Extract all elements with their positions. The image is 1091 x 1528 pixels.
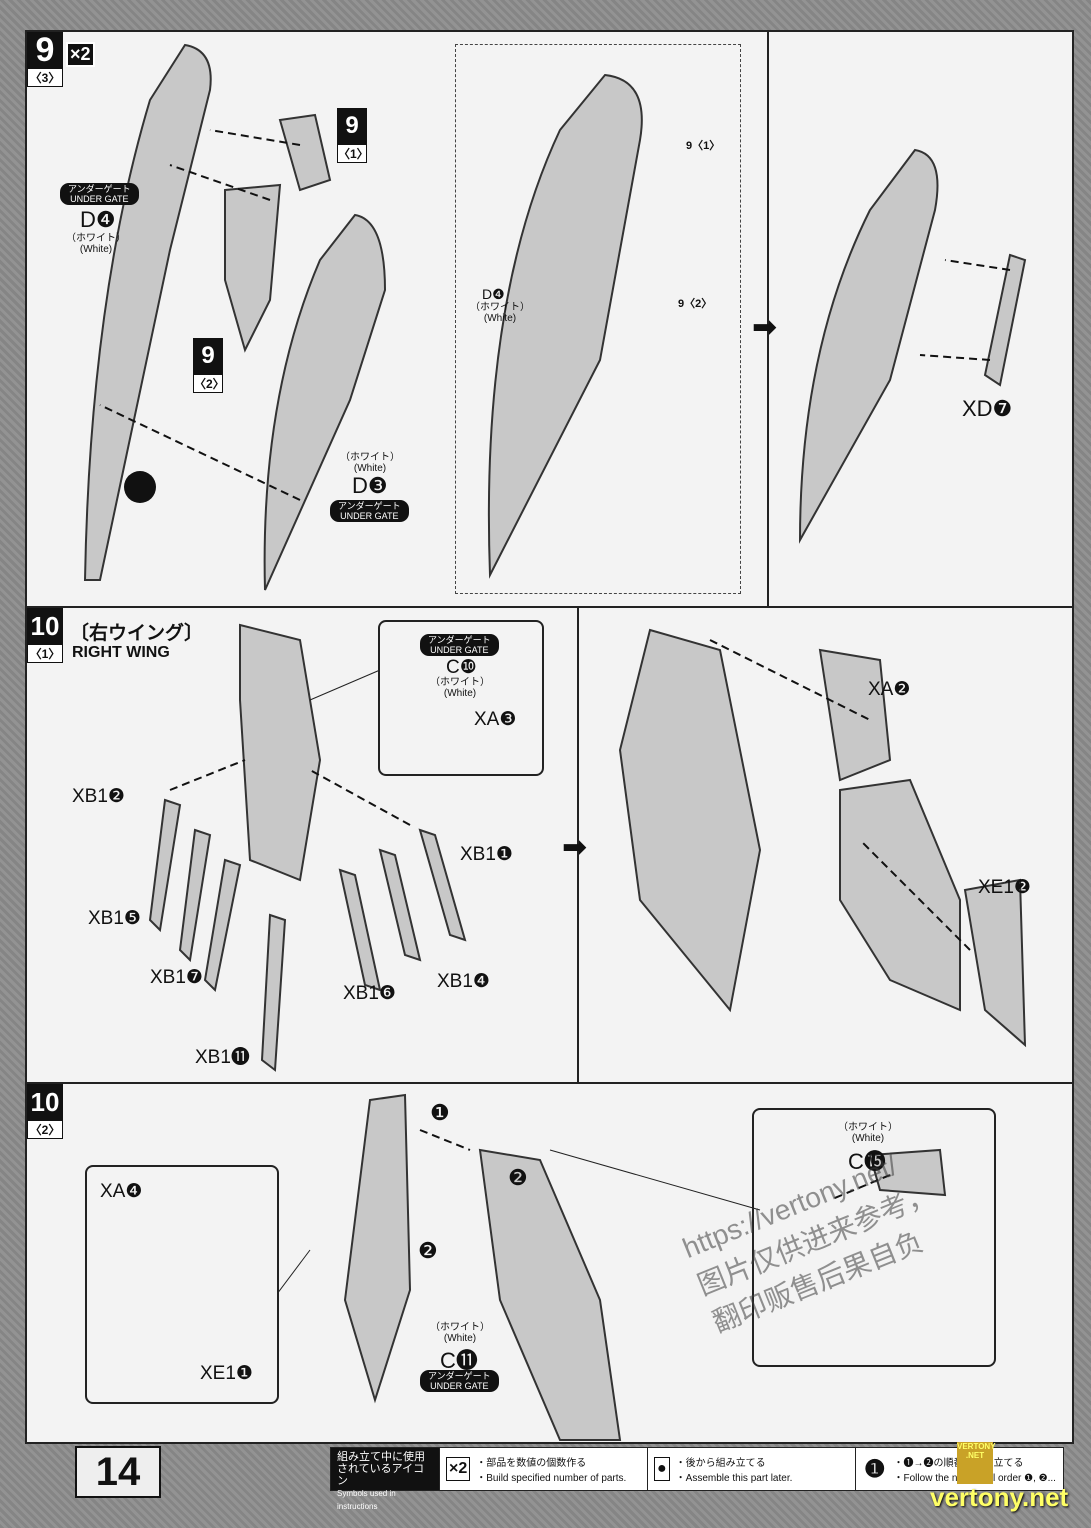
- divider: [767, 32, 769, 607]
- step-number-9: 9〈3〉: [27, 32, 63, 87]
- page-number: 14: [75, 1446, 161, 1498]
- ref-step-9-2: 9〈2〉: [193, 338, 225, 393]
- step-number-10-1: 10〈1〉: [27, 608, 63, 663]
- assemble-later-icon: [124, 471, 156, 503]
- color-note: （ホワイト）(White): [470, 302, 530, 324]
- color-note: （ホワイト）(White): [340, 452, 400, 474]
- wing-detail: [487, 73, 643, 579]
- part-label-xd7: XD❼: [962, 396, 1013, 421]
- detail-ref-9-2: 9〈2〉: [678, 298, 713, 310]
- color-note: （ホワイト）(White): [430, 677, 490, 699]
- color-note: （ホワイト）(White): [838, 1122, 898, 1144]
- detail-inset-xa4: [85, 1165, 279, 1404]
- next-arrow-icon: ➡: [752, 311, 778, 344]
- part-label-xb1-6: XB1❻: [343, 983, 396, 1004]
- detail-inset-c15: [752, 1108, 996, 1367]
- part-label-xe1-1: XE1❶: [200, 1363, 253, 1384]
- part-label-xb1-2: XB1❷: [72, 786, 125, 807]
- part-xe12: [963, 878, 1027, 1048]
- cover-part: [839, 778, 961, 1012]
- detail-label-d4: D❹: [482, 286, 505, 302]
- order-diamond-icon: ❶: [864, 1455, 886, 1483]
- assembled-10-2: [478, 1148, 622, 1441]
- detail-ref-9-1: 9〈1〉: [686, 140, 721, 152]
- step-title-en: RIGHT WING: [72, 644, 170, 661]
- order-2-icon: ❷: [508, 1165, 528, 1190]
- part-label-xa4: XA❹: [100, 1181, 143, 1202]
- ref-step-9-1: 9〈1〉: [337, 108, 369, 163]
- multiplier-badge: ×2: [66, 42, 95, 67]
- part-label-xa3: XA❸: [474, 709, 517, 730]
- watermark-site: vertony.net: [930, 1482, 1069, 1512]
- order-1-icon: ❶: [430, 1100, 450, 1125]
- part-label-xb1-11: XB1⓫: [195, 1047, 250, 1068]
- part-c15: [868, 1148, 947, 1197]
- next-arrow-icon: ➡: [562, 831, 588, 864]
- divider: [577, 608, 579, 1083]
- part-label-c10: C❿: [446, 657, 477, 678]
- part-label-c15: C⓯: [848, 1149, 886, 1174]
- part-label-xb1-7: XB1❼: [150, 967, 203, 988]
- assemble-later-icon: ●: [654, 1457, 670, 1481]
- part-label-d4: D❹: [80, 207, 116, 232]
- watermark-logo: VERTONY .NET: [957, 1442, 996, 1484]
- color-note: （ホワイト）(White): [430, 1322, 490, 1344]
- order-2-icon: ❷: [418, 1238, 438, 1263]
- step-title-jp: 〔右ウイング〕: [70, 623, 204, 644]
- color-note: （ホワイト）(White): [66, 233, 126, 255]
- legend-assemble-later: ●・後から組み立てる・Assemble this part later.: [647, 1448, 855, 1490]
- wing-part-d3: [263, 213, 387, 591]
- part-xa2: [818, 648, 892, 782]
- detail-box: [455, 44, 741, 594]
- wing-assembled: [798, 148, 939, 544]
- part-label-xb1-5: XB1❺: [88, 908, 141, 929]
- legend-multiplier: ×2・部品を数値の個数作る・Build specified number of …: [439, 1448, 647, 1490]
- part-label-xe1-2: XE1❷: [978, 877, 1031, 898]
- part-label-xb1-1: XB1❶: [460, 844, 513, 865]
- multiplier-icon: ×2: [446, 1457, 471, 1481]
- part-label-c11: C⓫: [440, 1348, 478, 1373]
- part-xd7: [983, 253, 1027, 387]
- step-number-10-2: 10〈2〉: [27, 1084, 63, 1139]
- wing-frame-10-2: [343, 1093, 412, 1404]
- part-label-xa2: XA❷: [868, 679, 911, 700]
- wing-frame-10-1: [239, 623, 322, 882]
- part-9-1: [278, 113, 332, 192]
- part-label-d3: D❸: [352, 473, 388, 498]
- part-9-2: [224, 183, 282, 353]
- part-label-xb1-4: XB1❹: [437, 971, 490, 992]
- wing-assembled-10-1: [618, 628, 762, 1013]
